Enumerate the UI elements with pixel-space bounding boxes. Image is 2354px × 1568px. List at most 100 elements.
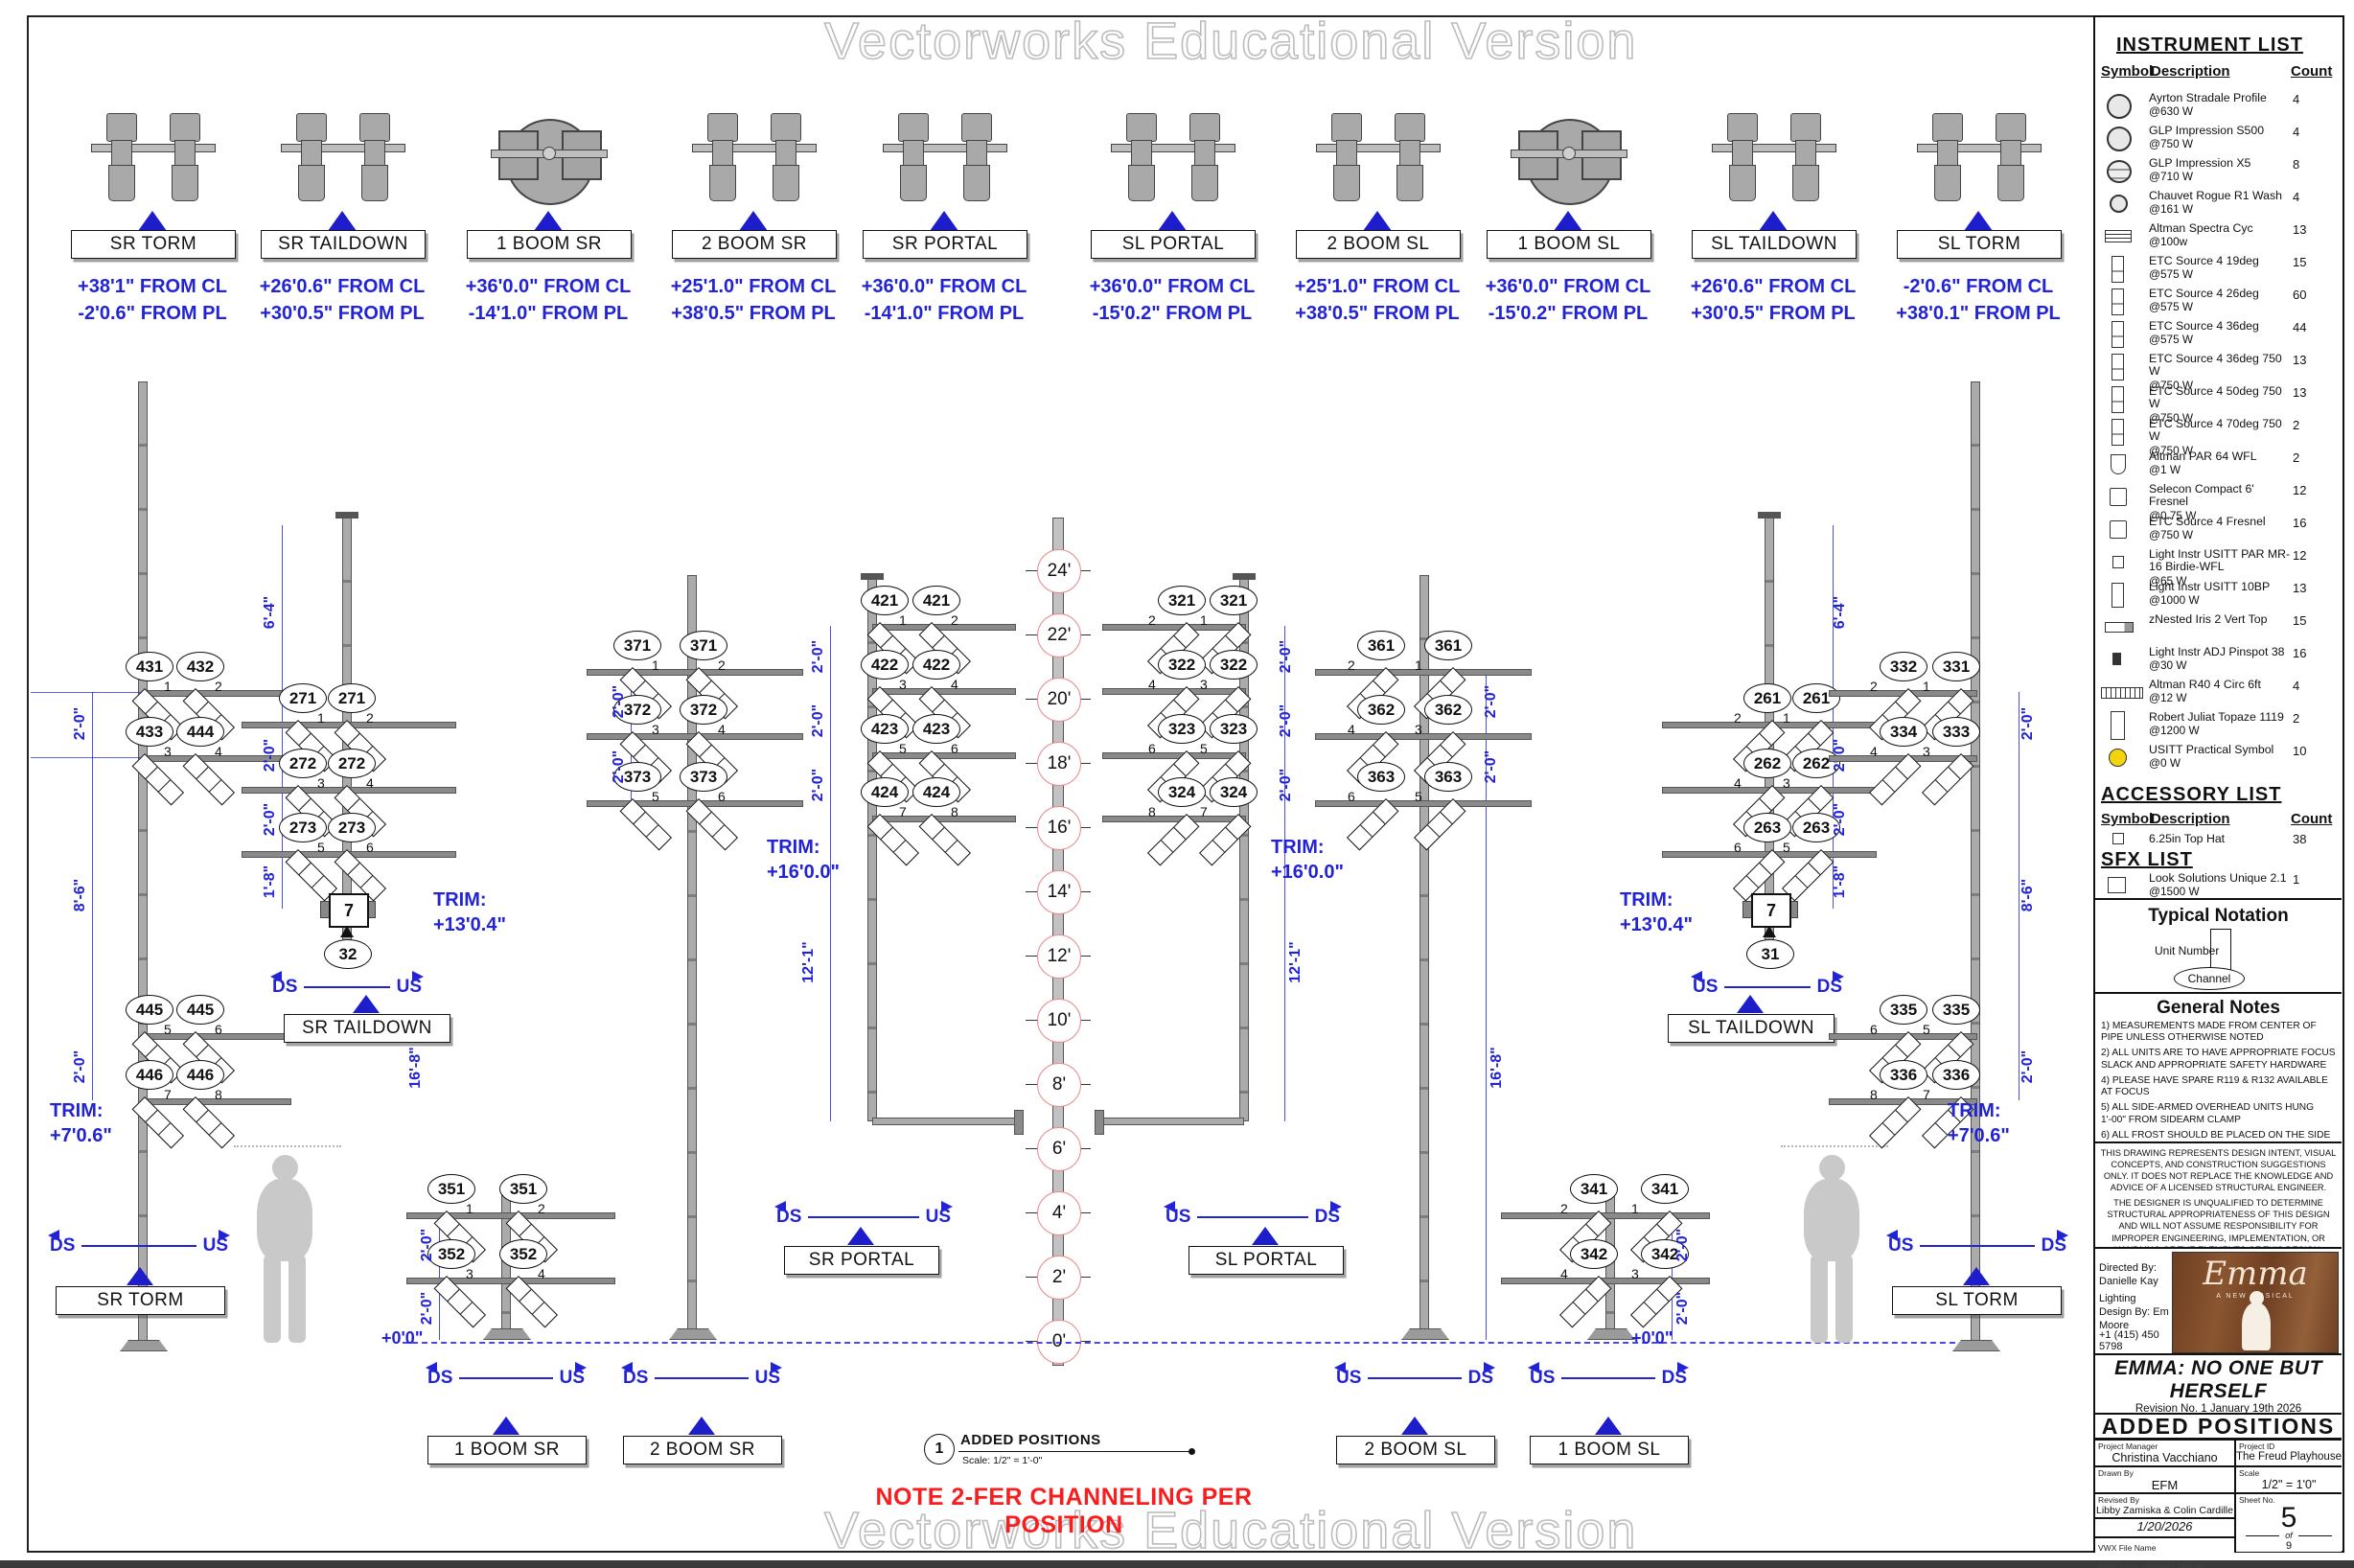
trim-height-note: TRIM:: [433, 889, 487, 911]
unit-number: 6: [1148, 741, 1156, 756]
top-position-label: SL TAILDOWN: [1692, 230, 1857, 259]
position-symbol-lamp-icon: [1131, 140, 1152, 167]
position-symbol-lamp-icon: [170, 113, 200, 142]
position-distance-pl: -15'0.2" FROM PL: [1488, 303, 1649, 324]
unit-number: 4: [1148, 677, 1156, 692]
field-revised-label: Revised By: [2098, 1495, 2139, 1505]
typical-notation-section: Typical Notation Unit Number Channel: [2095, 900, 2342, 994]
instrument-watt: @161 W: [2149, 202, 2194, 217]
light-instrument-segment: [448, 1224, 460, 1237]
field-scale: Scale 1/2" = 1'0": [2235, 1466, 2342, 1493]
top-position-label: SL TORM: [1897, 230, 2062, 259]
light-instrument-segment: [1948, 702, 1961, 714]
light-instrument-segment: [196, 702, 209, 715]
light-instrument-segment: [1948, 767, 1961, 779]
show-title: EMMA: NO ONE BUT HERSELF: [2114, 1357, 2322, 1402]
position-symbol-lamp-icon: [963, 165, 990, 201]
bp-symbol-icon: [2112, 583, 2124, 608]
instrument-row: ETC Source 4 36deg 750 W@750 W: [2149, 352, 2293, 391]
artwork-figure: [2242, 1303, 2271, 1350]
unit-number: 3: [317, 775, 325, 791]
field-sheet-no: Sheet No. 5 of 9: [2235, 1493, 2342, 1553]
field-date-value: 1/20/2026: [2136, 1519, 2193, 1533]
human-silhouette: [272, 1155, 298, 1181]
trim-height-note: +16'0.0": [1271, 862, 1344, 883]
instrument-watt: @0 W: [2149, 756, 2181, 771]
light-instrument-segment: [1161, 840, 1174, 852]
unit-number: 4: [1734, 775, 1742, 791]
channel-number-bubble: 424: [861, 777, 909, 807]
top-position-label: 1 BOOM SR: [467, 230, 632, 259]
unit-number: 4: [951, 677, 958, 692]
position-distance-pl: +38'0.5" FROM PL: [1295, 303, 1460, 324]
trim-height-note: TRIM:: [1948, 1100, 2001, 1121]
light-instrument-segment: [532, 1302, 544, 1315]
instrument-row: zNested Iris 2 Vert Top: [2149, 612, 2293, 626]
trim-height-note: TRIM:: [767, 837, 820, 858]
channel-number-bubble: 423: [912, 714, 960, 744]
human-silhouette: [1804, 1179, 1859, 1261]
channel-number-bubble: 444: [176, 717, 224, 747]
position-symbol-lamp-icon: [364, 140, 385, 167]
human-silhouette: [1835, 1255, 1853, 1343]
position-marker-triangle-icon: [1962, 1267, 1990, 1285]
field-revised-value: Libby Zamiska & Colin Cardille: [2096, 1505, 2233, 1516]
general-note: 4) PLEASE HAVE SPARE R119 & R132 AVAILAB…: [2101, 1074, 2328, 1098]
position-symbol-lamp-icon: [1126, 113, 1157, 142]
position-distance-pl: +38'0.5" FROM PL: [671, 303, 836, 324]
sidearm-pipe: [872, 752, 1016, 759]
moving-light-triangle-icon: [1763, 926, 1776, 937]
floor-height-label: +0'0": [381, 1328, 424, 1348]
channel-number-bubble: 272: [279, 749, 327, 778]
trim-height-note: +13'0.4": [1620, 914, 1693, 935]
instrument-watt: @12 W: [2149, 691, 2187, 705]
light-instrument-segment: [1759, 733, 1772, 746]
field-pm-value: Christina Vacchiano: [2112, 1451, 2218, 1464]
unit-number: 3: [1631, 1266, 1639, 1281]
instrument-row: Light Instr USITT 10BP@1000 W: [2149, 580, 2293, 607]
dimension-text: 6'-4": [262, 595, 278, 630]
unit-number: 2: [1870, 679, 1878, 694]
light-instrument-segment: [881, 764, 893, 777]
light-instrument-segment: [1759, 863, 1772, 875]
instrument-desc: USITT Practical Symbol: [2149, 743, 2274, 756]
dimension-text: 2'-0": [810, 768, 826, 802]
position-marker-triangle-icon: [1401, 1417, 1428, 1435]
channel-number-bubble: 336: [1932, 1060, 1980, 1090]
dimension-text: 2'-0": [1278, 768, 1294, 802]
drawing-position-label: SR TAILDOWN: [284, 1014, 450, 1043]
instrument-row: GLP Impression S500@750 W: [2149, 124, 2293, 150]
unit-number: 4: [538, 1266, 545, 1281]
field-file-value: EMMA_FINAL_HEMSLEY_EFM.vwx: [2098, 1563, 2205, 1568]
mover-sm-symbol-icon: [2110, 195, 2128, 213]
height-reference-line: [1781, 1145, 1888, 1147]
position-symbol-lamp-icon: [2000, 140, 2021, 167]
instrument-count: 13: [2293, 353, 2307, 367]
light-instrument-segment: [299, 798, 312, 812]
ruler-height-circle: 18': [1037, 742, 1081, 786]
ds-us-arrow-line: [1368, 1377, 1462, 1379]
unit-number: 1: [1923, 679, 1930, 694]
channel-number-bubble: 352: [427, 1239, 475, 1269]
position-marker-triangle-icon: [739, 211, 768, 231]
position-symbol-lamp-icon: [961, 113, 992, 142]
channel-number-bubble: 342: [1641, 1239, 1689, 1269]
unit-number: 3: [652, 722, 659, 737]
field-project-label: Project ID: [2239, 1441, 2275, 1451]
stage-floor-line: [403, 1342, 1974, 1344]
instrument-row: Altman Spectra Cyc@100w: [2149, 221, 2293, 248]
dimension-text: 2'-0": [1674, 1291, 1691, 1326]
channel-label: Channel: [2174, 967, 2245, 990]
callout-number-circle: 1: [924, 1434, 955, 1464]
unit-number: 4: [1560, 1266, 1568, 1281]
fresnel-symbol-icon: [2110, 488, 2127, 506]
light-instrument-segment: [1440, 812, 1453, 824]
light-instrument-segment: [146, 767, 158, 780]
sidearm-pipe: [1102, 688, 1246, 695]
position-marker-triangle-icon: [1759, 211, 1788, 231]
light-instrument-segment: [1808, 863, 1821, 875]
dimension-text: 8'-6": [2019, 878, 2036, 912]
light-instrument-segment: [1656, 1289, 1670, 1302]
